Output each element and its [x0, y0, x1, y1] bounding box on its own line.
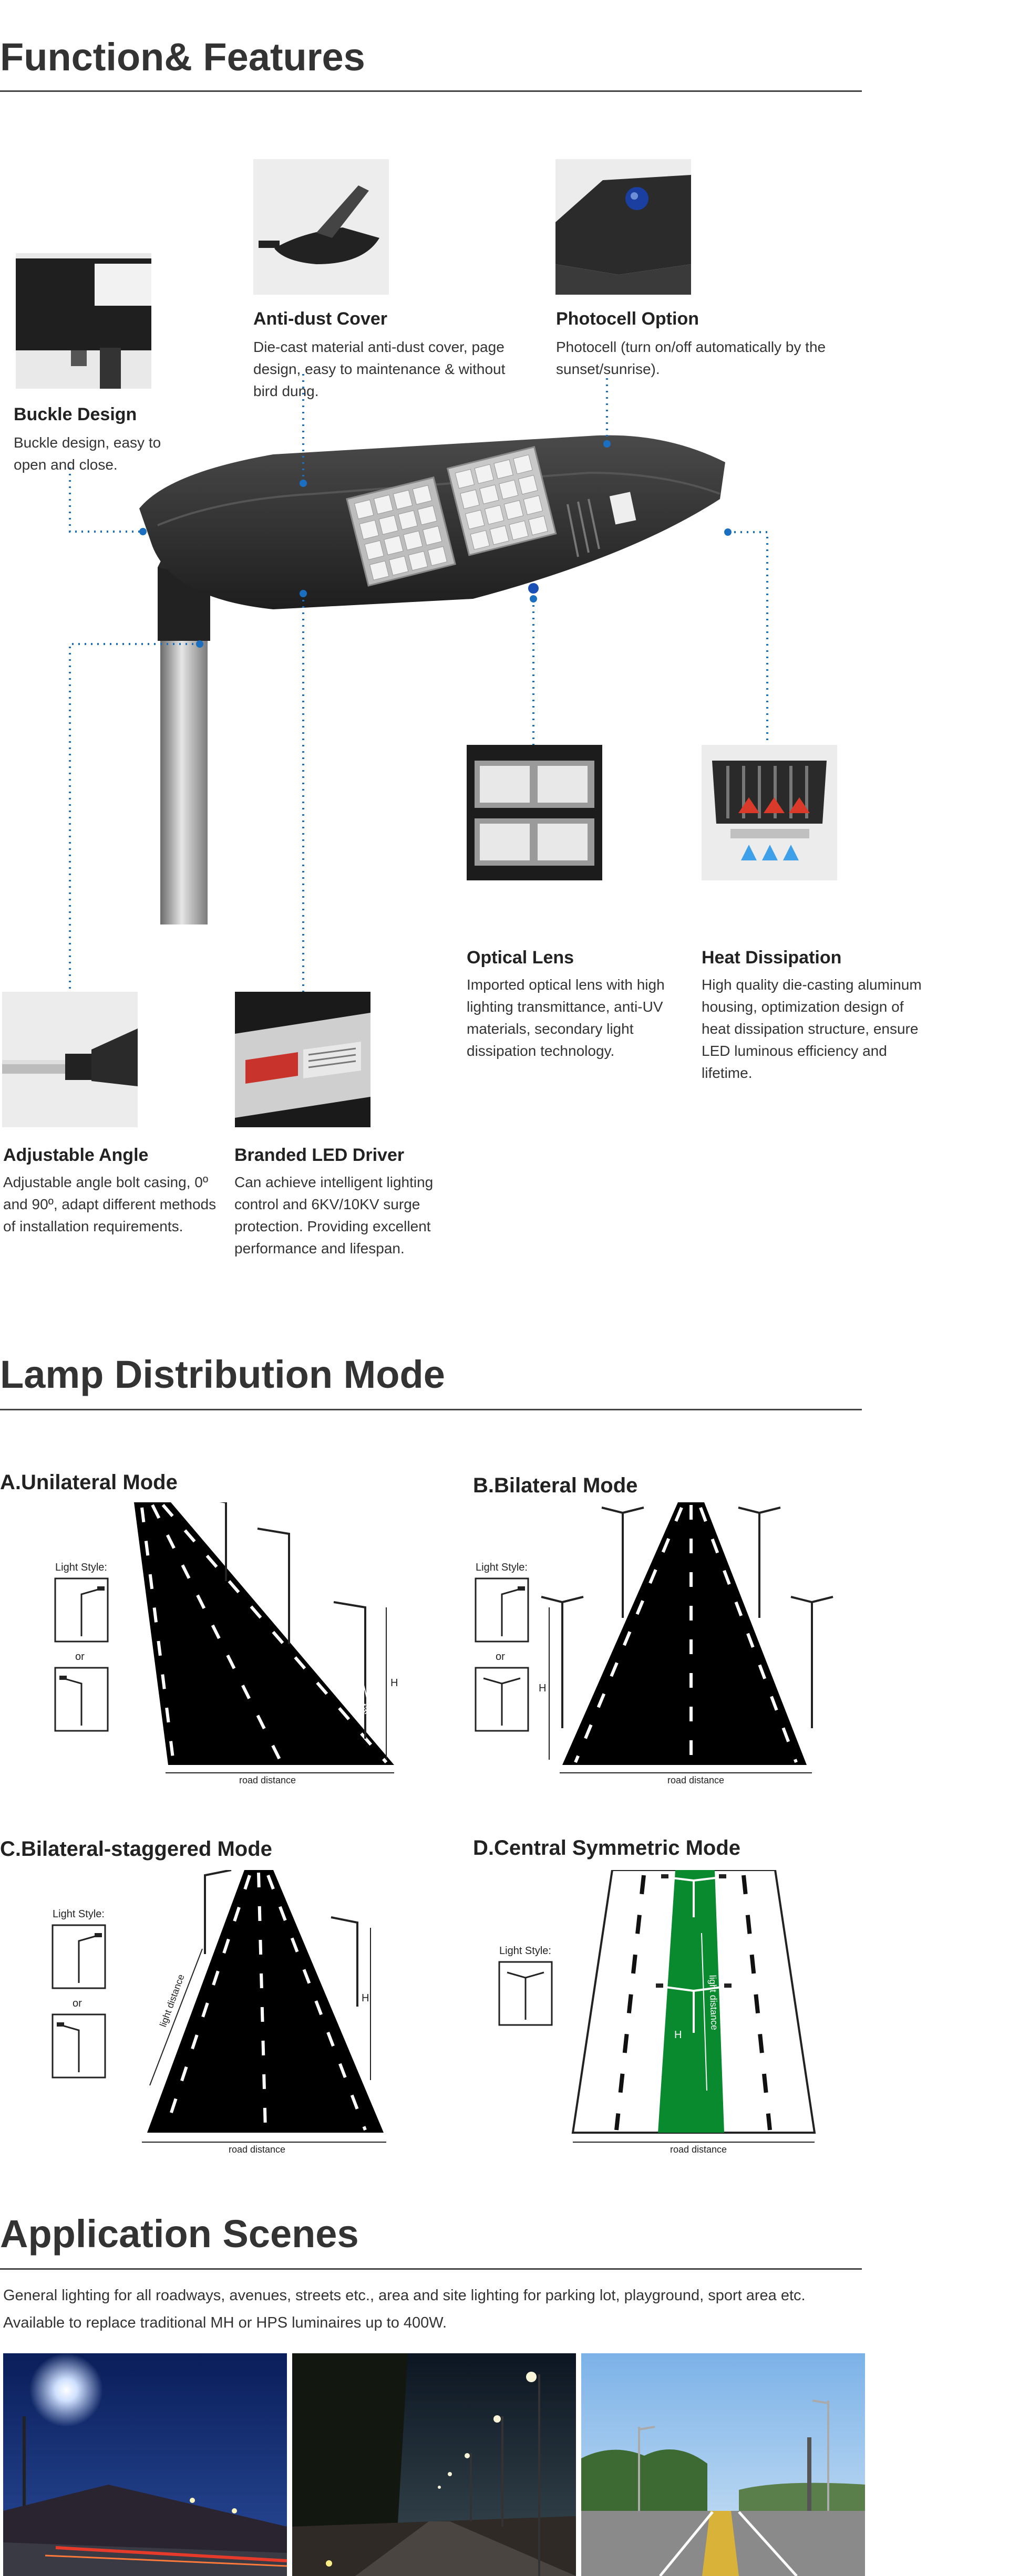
mode-b-title: B.Bilateral Mode — [473, 1474, 638, 1497]
mode-c-h-label: H — [362, 1992, 369, 2004]
mode-b-h-label: H — [539, 1682, 546, 1694]
anti-dust-cover-image — [253, 159, 389, 295]
mode-c-diagram: Light Style: or light distance H road di… — [47, 1870, 394, 2154]
application-photo-night-street — [3, 2353, 287, 2576]
led-driver-title: Branded LED Driver — [234, 1145, 405, 1165]
mode-c-light-style-label: Light Style: — [53, 1908, 105, 1920]
distribution-section-rule — [0, 1409, 862, 1410]
heat-dissipation-icon — [702, 745, 837, 880]
mode-a-h-label: H — [390, 1677, 398, 1689]
features-section-title: Function& Features — [0, 35, 365, 79]
adjustable-angle-desc: Adjustable angle bolt casing, 0º and 90º… — [3, 1174, 217, 1234]
application-photo-day-road — [581, 2353, 865, 2576]
mode-b-light-style-label: Light Style: — [476, 1562, 528, 1573]
mode-b-svg: Light Style: or light distance H road di… — [475, 1502, 833, 1785]
mode-d-svg: Light Style: light distance H road dista… — [498, 1870, 816, 2154]
anti-dust-cover-desc: Die-cast material anti-dust cover, page … — [253, 339, 506, 399]
buckle-design-image — [16, 253, 151, 389]
application-description: General lighting for all roadways, avenu… — [3, 2282, 865, 2336]
photocell-icon — [555, 159, 691, 295]
mode-d-title: D.Central Symmetric Mode — [473, 1836, 741, 1860]
heat-dissipation-desc: High quality die-casting aluminum housin… — [702, 977, 922, 1081]
mode-c-title: C.Bilateral-staggered Mode — [0, 1837, 272, 1861]
application-section-rule — [0, 2268, 862, 2270]
heat-dissipation-image — [702, 745, 837, 880]
mode-b-road-distance-label: road distance — [667, 1775, 724, 1785]
mode-a-diagram: Light Style: or light distance H road di… — [50, 1502, 407, 1786]
application-section-title: Application Scenes — [0, 2212, 359, 2256]
photocell-desc: Photocell (turn on/off automatically by … — [556, 339, 826, 377]
application-desc-line-2: Available to replace traditional MH or H… — [3, 2314, 447, 2331]
mode-c-road-distance-label: road distance — [229, 2144, 285, 2154]
mode-a-or-label: or — [75, 1651, 85, 1663]
optical-lens-title: Optical Lens — [467, 948, 574, 968]
distribution-section-title: Lamp Distribution Mode — [0, 1353, 445, 1396]
adjustable-angle-image — [2, 992, 138, 1127]
optical-lens-icon — [467, 745, 602, 880]
adjustable-angle-title: Adjustable Angle — [3, 1145, 149, 1165]
buckle-design-title: Buckle Design — [14, 404, 137, 424]
mode-d-light-style-label: Light Style: — [499, 1945, 551, 1957]
mode-d-diagram: Light Style: light distance H road dista… — [494, 1870, 841, 2154]
led-driver-image — [235, 992, 370, 1127]
lamp-svg — [69, 374, 768, 993]
lamp-illustration — [0, 158, 893, 998]
mode-b-light-distance-label: light distance — [784, 1605, 812, 1660]
mode-a-title: A.Unilateral Mode — [0, 1471, 178, 1494]
led-driver-desc: Can achieve intelligent lighting control… — [234, 1174, 434, 1256]
dusk-road-photo — [292, 2353, 576, 2576]
mode-a-light-style-label: Light Style: — [55, 1562, 107, 1573]
anti-dust-icon — [253, 159, 389, 295]
day-road-photo — [581, 2353, 865, 2576]
mode-a-road-distance-label: road distance — [239, 1775, 296, 1785]
mode-d-road-distance-label: road distance — [670, 2144, 727, 2154]
mode-a-svg: Light Style: or light distance H road di… — [54, 1502, 398, 1785]
mode-b-or-label: or — [496, 1651, 505, 1663]
application-desc-line-1: General lighting for all roadways, avenu… — [3, 2287, 806, 2304]
optical-lens-image — [467, 745, 602, 880]
application-photo-dusk-road — [292, 2353, 576, 2576]
buckle-icon — [16, 253, 151, 389]
mode-b-diagram: Light Style: or light distance H road di… — [470, 1502, 849, 1786]
night-street-photo — [3, 2353, 287, 2576]
photocell-image — [555, 159, 691, 295]
mode-c-or-label: or — [73, 1998, 82, 2009]
photocell-title: Photocell Option — [556, 309, 699, 329]
heat-dissipation-title: Heat Dissipation — [702, 948, 842, 968]
anti-dust-cover-title: Anti-dust Cover — [253, 309, 387, 329]
mode-d-light-distance-label: light distance — [707, 1975, 720, 2030]
mode-d-h-label: H — [674, 2029, 682, 2041]
mode-c-svg: Light Style: or light distance H road di… — [52, 1870, 386, 2154]
adjustable-angle-icon — [2, 992, 138, 1127]
buckle-design-desc: Buckle design, easy to open and close. — [14, 434, 161, 473]
optical-lens-desc: Imported optical lens with high lighting… — [467, 977, 665, 1059]
led-driver-icon — [235, 992, 370, 1127]
features-section-rule — [0, 90, 862, 92]
